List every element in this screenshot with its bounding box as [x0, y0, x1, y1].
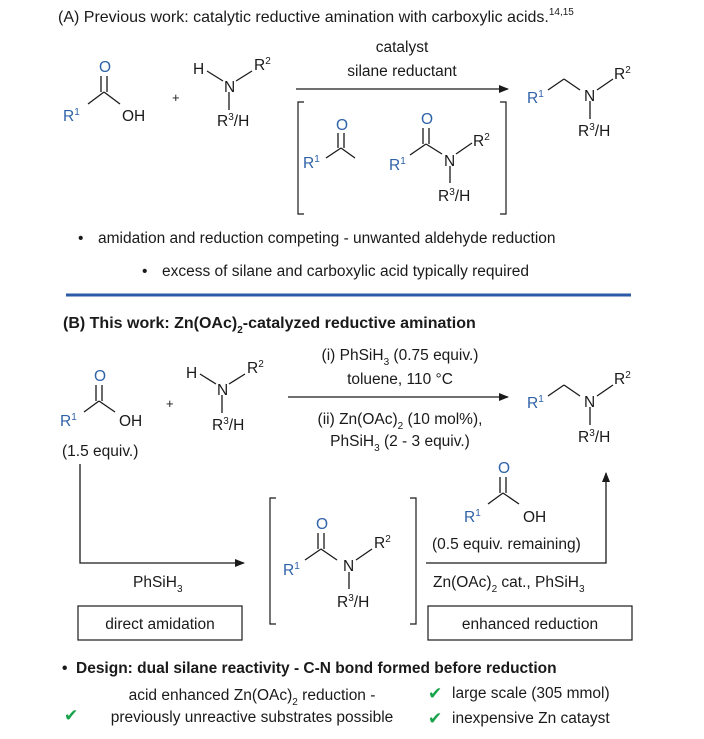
- atom-r1: R1: [283, 561, 300, 579]
- atom-r2: R2: [614, 65, 631, 83]
- atom-n: N: [444, 153, 455, 170]
- atom-oh: OH: [523, 509, 546, 526]
- bullet-competing: amidation and reduction competing - unwa…: [98, 230, 556, 247]
- atom-r1: R1: [63, 107, 80, 125]
- remaining-equivalents: (0.5 equiv. remaining): [432, 536, 581, 553]
- product-amine-a: [547, 78, 614, 119]
- atom-r3h: R3/H: [217, 112, 249, 130]
- product-amine-b: [547, 384, 614, 425]
- benefit-large-scale: large scale (305 mmol): [452, 685, 610, 702]
- atom-o: O: [498, 460, 510, 477]
- atom-h: H: [186, 365, 197, 382]
- carboxylic-acid-b: [83, 385, 116, 413]
- section-a: (A) Previous work: catalytic reductive a…: [58, 7, 631, 280]
- step1-reagent: (i) PhSiH3 (0.75 equiv.): [322, 347, 479, 368]
- atom-o: O: [94, 368, 106, 385]
- amine-b: [199, 373, 246, 413]
- atom-r2: R2: [614, 370, 631, 388]
- section-b: (B) This work: Zn(OAc)2-catalyzed reduct…: [60, 315, 633, 728]
- direct-amidation-box: [77, 605, 243, 641]
- reduction-arrow: [426, 472, 610, 564]
- atom-r1: R1: [527, 89, 544, 107]
- atom-r1: R1: [464, 508, 481, 526]
- atom-n: N: [343, 558, 354, 575]
- atom-r2: R2: [254, 56, 271, 74]
- atom-r2: R2: [247, 359, 264, 377]
- benefit-inexpensive: inexpensive Zn catayst: [452, 710, 610, 727]
- atom-o: O: [336, 117, 348, 134]
- check-icon: ✔: [64, 706, 78, 725]
- remaining-acid: [487, 477, 520, 505]
- acid-equivalents: (1.5 equiv.): [62, 443, 138, 460]
- step2-silane: PhSiH3 (2 - 3 equiv.): [330, 433, 470, 454]
- bullet-marker: •: [142, 263, 147, 280]
- atom-r2: R2: [374, 534, 391, 552]
- atom-oh: OH: [122, 108, 145, 125]
- check-icon: ✔: [428, 684, 442, 703]
- reduction-reagents: Zn(OAc)2 cat., PhSiH3: [433, 574, 585, 595]
- bullet-excess: excess of silane and carboxylic acid typ…: [162, 263, 529, 280]
- conditions-catalyst: catalyst: [376, 39, 429, 56]
- atom-o: O: [316, 516, 328, 533]
- atom-n: N: [584, 394, 595, 411]
- atom-n: N: [217, 382, 228, 399]
- benefit-acid-enhanced: acid enhanced Zn(OAc)2 reduction -: [129, 687, 376, 708]
- plus-sign: +: [172, 90, 180, 105]
- section-a-title: (A) Previous work: catalytic reductive a…: [58, 7, 574, 26]
- amidation-arrow: [79, 464, 245, 567]
- amide-intermediate-a: [409, 128, 473, 183]
- atom-r1: R1: [389, 156, 406, 174]
- step2-catalyst: (ii) Zn(OAc)2 (10 mol%),: [318, 411, 483, 432]
- direct-amidation-label: direct amidation: [105, 616, 214, 633]
- plus-sign: +: [166, 396, 174, 411]
- atom-r1: R1: [60, 412, 77, 430]
- amide-intermediate-b: [304, 533, 373, 589]
- section-b-title: (B) This work: Zn(OAc)2-catalyzed reduct…: [63, 315, 476, 336]
- atom-r1: R1: [527, 394, 544, 412]
- atom-n: N: [224, 79, 235, 96]
- enhanced-reduction-box: [427, 605, 633, 641]
- check-icon: ✔: [428, 709, 442, 728]
- bullet-marker: •: [62, 660, 67, 677]
- enhanced-reduction-label: enhanced reduction: [462, 616, 598, 633]
- atom-r3h: R3/H: [578, 122, 610, 140]
- intermediates-bracket: [297, 101, 507, 215]
- atom-h: H: [193, 61, 204, 78]
- bullet-marker: •: [78, 230, 83, 247]
- atom-n: N: [584, 88, 595, 105]
- atom-r2: R2: [473, 132, 490, 150]
- amidation-reagent: PhSiH3: [133, 574, 183, 595]
- benefit-unreactive-substrates: previously unreactive substrates possibl…: [111, 709, 394, 726]
- conditions-silane: silane reductant: [347, 63, 457, 80]
- atom-oh: OH: [119, 413, 142, 430]
- aldehyde-intermediate: [325, 133, 356, 159]
- step1-conditions: toluene, 110 °C: [347, 371, 453, 388]
- amide-bracket-b: [269, 497, 417, 625]
- carboxylic-acid-a: [87, 76, 121, 105]
- amine-a: [206, 70, 253, 110]
- design-statement: Design: dual silane reactivity - C-N bon…: [76, 660, 557, 677]
- atom-r3h: R3/H: [578, 428, 610, 446]
- atom-r1: R1: [303, 154, 320, 172]
- atom-o: O: [421, 111, 433, 128]
- atom-r3h: R3/H: [212, 416, 244, 434]
- atom-o: O: [99, 59, 111, 76]
- atom-r3h: R3/H: [337, 593, 369, 611]
- atom-r3h: R3/H: [438, 187, 470, 205]
